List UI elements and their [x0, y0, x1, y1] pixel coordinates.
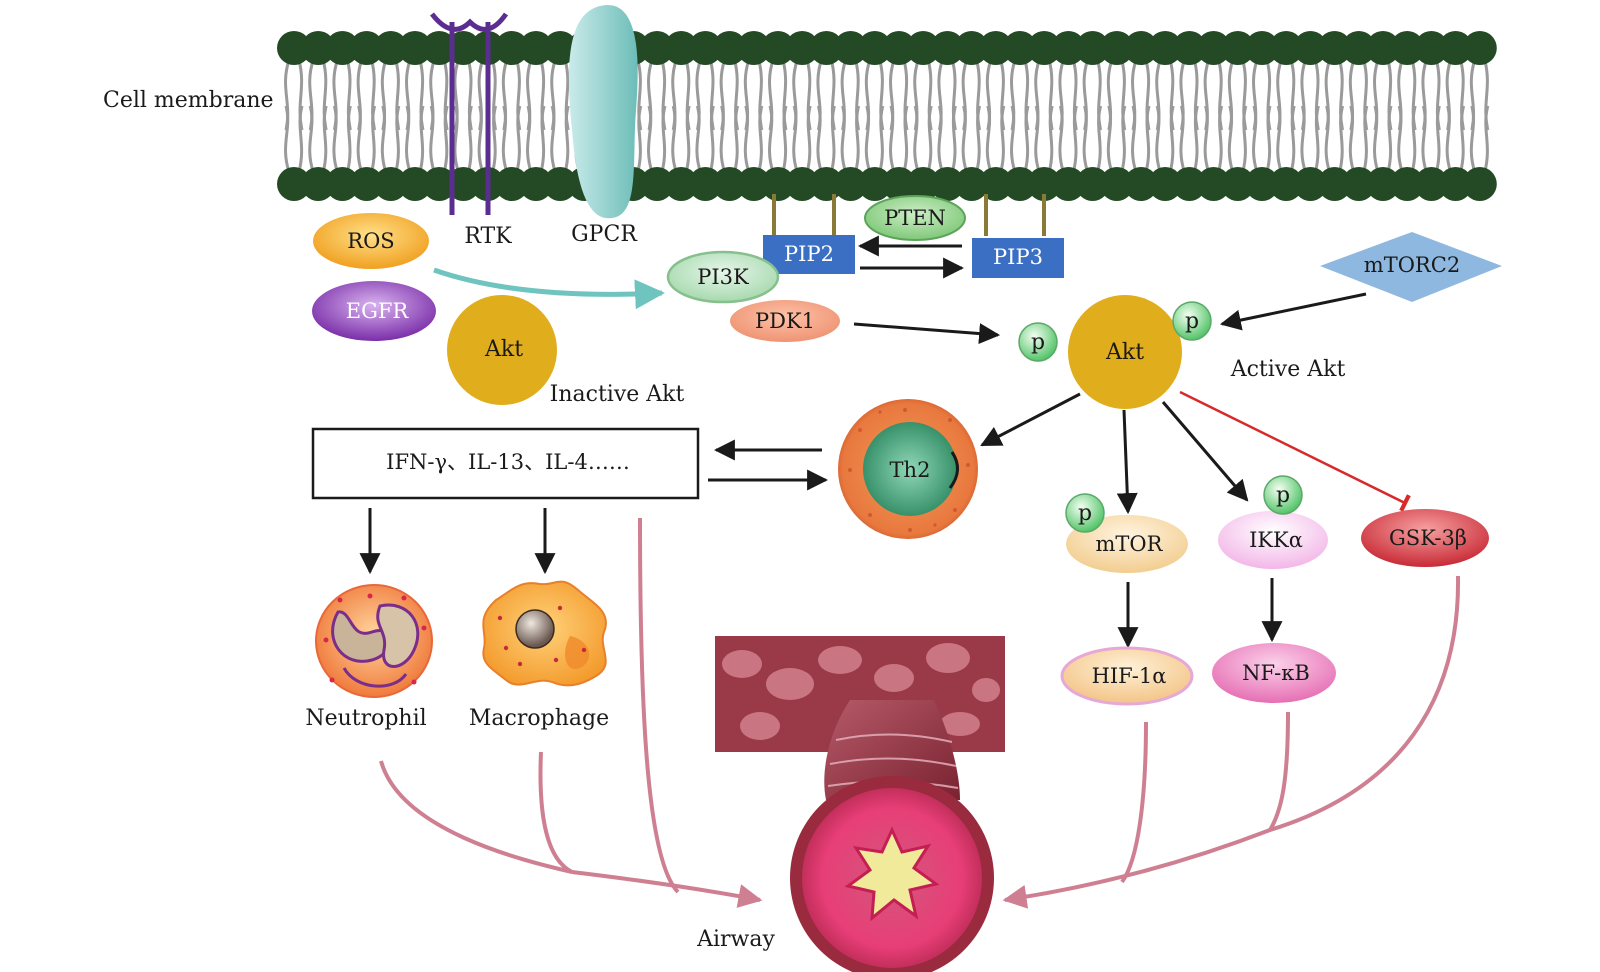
pi3k-label: PI3K [697, 265, 749, 289]
rtk-label: RTK [464, 224, 512, 249]
ikka-phospho-label: p [1276, 483, 1290, 508]
akt-to-ikka-arrow [1161, 401, 1249, 502]
akt-to-th2-arrow [980, 392, 1081, 447]
th2-cell [838, 399, 978, 539]
cell-membrane [277, 31, 1497, 201]
activation-arrow-to-pi3k [433, 267, 665, 310]
neutrophil-label: Neutrophil [305, 706, 426, 731]
pdk1-to-akt-arrow [853, 322, 1001, 345]
pip2-box [763, 235, 855, 274]
mtor-phospho [1065, 493, 1105, 533]
pten-node [864, 195, 966, 241]
ros-label: ROS [347, 229, 394, 253]
airway-label: Airway [696, 927, 775, 952]
akt-phospho-right [1172, 301, 1212, 341]
mtor-phospho-label: p [1078, 501, 1092, 526]
akt-inhibits-gsk3b [1179, 390, 1411, 512]
inactive-akt-symbol: Akt [484, 337, 523, 362]
cell-membrane-label: Cell membrane [103, 88, 274, 113]
ros-node [313, 213, 429, 269]
gpcr-label: GPCR [571, 222, 638, 247]
hif1a-label: HIF-1α [1092, 664, 1167, 688]
ikka-label: IKKα [1249, 528, 1303, 552]
pip3-label: PIP3 [993, 245, 1043, 269]
active-akt-symbol: Akt [1105, 340, 1144, 365]
hif1a-node [1060, 646, 1194, 706]
ikka-phospho [1263, 475, 1303, 515]
macrophage-cell [482, 580, 607, 687]
gsk3b-label: GSK-3β [1389, 526, 1467, 550]
pdk1-node [730, 300, 840, 342]
airway-illustration [715, 636, 1005, 972]
egfr-node [312, 281, 436, 341]
egfr-label: EGFR [346, 299, 410, 323]
airway-effect-curves [379, 517, 1461, 909]
pip3-box [972, 238, 1064, 278]
nfkb-node [1212, 643, 1336, 703]
pten-label: PTEN [884, 206, 946, 230]
nfkb-label: NF-κB [1242, 661, 1310, 685]
mtorc2-node [1320, 232, 1502, 302]
neutrophil-cell [315, 584, 433, 698]
akt-phospho-right-label: p [1185, 309, 1199, 334]
macrophage-label: Macrophage [469, 706, 609, 731]
pdk1-label: PDK1 [755, 309, 815, 333]
inactive-akt-label: Inactive Akt [550, 382, 685, 407]
active-akt-node [1068, 295, 1182, 409]
cytokine-box [311, 427, 700, 500]
pip-anchors [772, 194, 1046, 236]
inactive-akt-node [447, 295, 557, 405]
mtor-label: mTOR [1096, 532, 1164, 556]
pip2-label: PIP2 [784, 242, 834, 266]
gpcr-receptor [568, 4, 638, 219]
gsk3b-node [1361, 509, 1489, 567]
active-akt-label: Active Akt [1230, 357, 1346, 382]
cytokine-label: IFN-γ、IL-13、IL-4…… [386, 450, 630, 474]
mtorc2-to-akt-arrow [1219, 292, 1367, 331]
pi3k-node [666, 250, 780, 304]
th2-label: Th2 [890, 458, 931, 482]
akt-phospho-left [1018, 322, 1058, 362]
akt-to-mtor-arrow [1116, 409, 1138, 515]
akt-phospho-left-label: p [1031, 330, 1045, 355]
rtk-receptor [430, 12, 509, 215]
mtor-node [1066, 515, 1188, 573]
ikka-node [1218, 511, 1328, 569]
mtorc2-label: mTORC2 [1364, 253, 1460, 277]
